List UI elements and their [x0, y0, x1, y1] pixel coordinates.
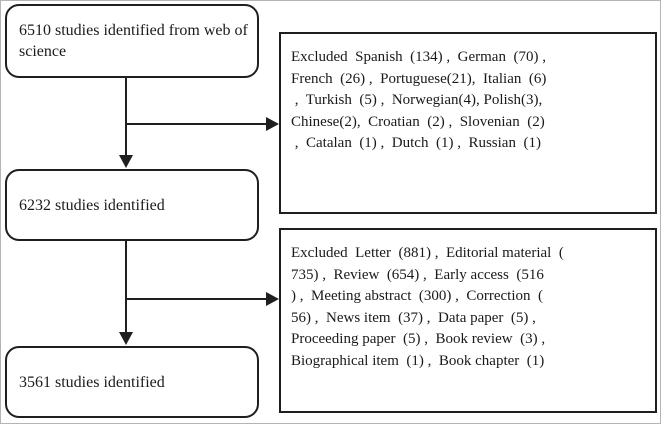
excluded-document-types-line: Excluded Letter (881) , Editorial materi…: [291, 245, 564, 261]
connector-horizontal-2: [125, 298, 266, 300]
flow-box-initial-studies: 6510 studies identified from web of scie…: [5, 4, 259, 78]
excluded-languages-line: Chinese(2), Croatian (2) , Slovenian (2): [291, 113, 545, 130]
arrowhead-right-1: [266, 117, 279, 131]
excluded-document-types-line: Proceeding paper (5) , Book review (3) ,: [291, 331, 546, 347]
arrowhead-down-1: [119, 155, 133, 168]
excluded-document-types-box: Excluded Letter (881) , Editorial materi…: [279, 228, 657, 413]
connector-vertical-1: [125, 78, 127, 155]
connector-vertical-2: [125, 240, 127, 332]
excluded-document-types-line: 56) , News item (37) , Data paper (5) ,: [291, 309, 536, 326]
flow-box-type-filtered-label: 3561 studies identified: [19, 373, 165, 391]
arrowhead-down-2: [119, 332, 133, 345]
excluded-languages-line: French (26) , Portuguese(21), Italian (6…: [291, 70, 547, 87]
excluded-languages-line: , Turkish (5) , Norwegian(4), Polish(3),: [291, 92, 543, 108]
arrowhead-right-2: [266, 292, 279, 306]
excluded-document-types-line: 735) , Review (654) , Early access (516: [291, 266, 544, 283]
excluded-document-types-line: ) , Meeting abstract (300) , Correction …: [291, 288, 544, 304]
flow-box-language-filtered: 6232 studies identified: [5, 169, 259, 241]
excluded-languages-box: Excluded Spanish (134) , German (70) , F…: [279, 32, 657, 214]
excluded-document-types-line: Biographical item (1) , Book chapter (1): [291, 352, 545, 369]
flow-box-type-filtered: 3561 studies identified: [5, 346, 259, 418]
flow-box-language-filtered-label: 6232 studies identified: [19, 196, 165, 214]
flow-box-initial-studies-label: 6510 studies identified from web of scie…: [19, 22, 248, 60]
excluded-languages-line: , Catalan (1) , Dutch (1) , Russian (1): [291, 135, 541, 151]
connector-horizontal-1: [125, 123, 266, 125]
excluded-languages-line: Excluded Spanish (134) , German (70) ,: [291, 49, 546, 65]
